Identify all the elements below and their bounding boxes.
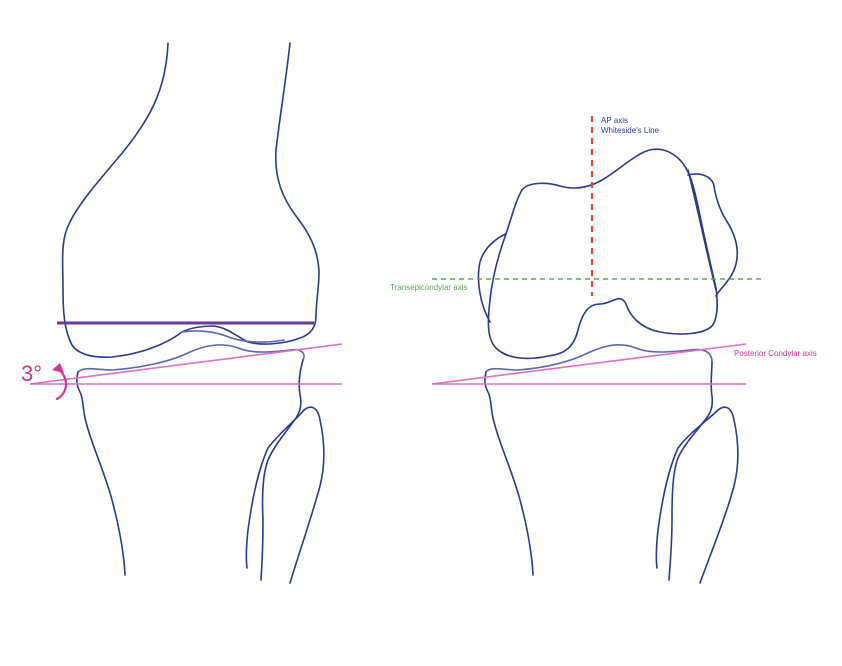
right-knee-axial-view: AP axis Whiteside's Line Transepicondyla… (390, 116, 817, 584)
right-tibia (484, 343, 714, 581)
right-femur-lateral-epicondyle (687, 173, 739, 297)
left-fibula-outline (245, 409, 305, 569)
right-femur-lateral-ridge (687, 169, 717, 291)
ap-axis-label: AP axis (601, 116, 628, 125)
right-tibia-plateau (485, 343, 713, 373)
left-tibia-plateau (77, 343, 305, 373)
left-knee-ap-view: 3° (21, 42, 343, 584)
right-tibia-medial-cortex (484, 371, 534, 576)
right-fibula-lateral (699, 406, 739, 584)
right-femur-axial (477, 148, 739, 360)
right-fibula (655, 406, 739, 584)
left-femur (61, 42, 320, 358)
left-femur-lateral-shaft (274, 42, 320, 317)
left-fibula (245, 406, 325, 584)
left-tibia-lateral-cortex (260, 359, 304, 581)
right-fibula-outline (655, 409, 719, 569)
rotation-arrow-icon (52, 363, 68, 401)
right-tibia-lateral-cortex (668, 361, 714, 581)
whiteside-line-label: Whiteside's Line (601, 126, 660, 135)
angle-label: 3° (21, 361, 42, 386)
right-femur-medial-epicondyle (477, 233, 507, 323)
left-femur-intercondylar-line (181, 330, 285, 343)
posterior-condylar-axis-label: Posterior Condylar axis (734, 349, 817, 358)
left-fibula-lateral (289, 406, 325, 584)
left-tibial-cut-line (29, 343, 343, 385)
transepicondylar-axis-label: Transepicondylar axis (390, 283, 468, 292)
left-femur-medial-shaft (61, 42, 317, 358)
left-tibia (76, 343, 305, 581)
left-tibia-medial-cortex (76, 371, 126, 576)
posterior-condylar-axis-line (431, 343, 747, 385)
right-femur-outline (487, 148, 718, 360)
